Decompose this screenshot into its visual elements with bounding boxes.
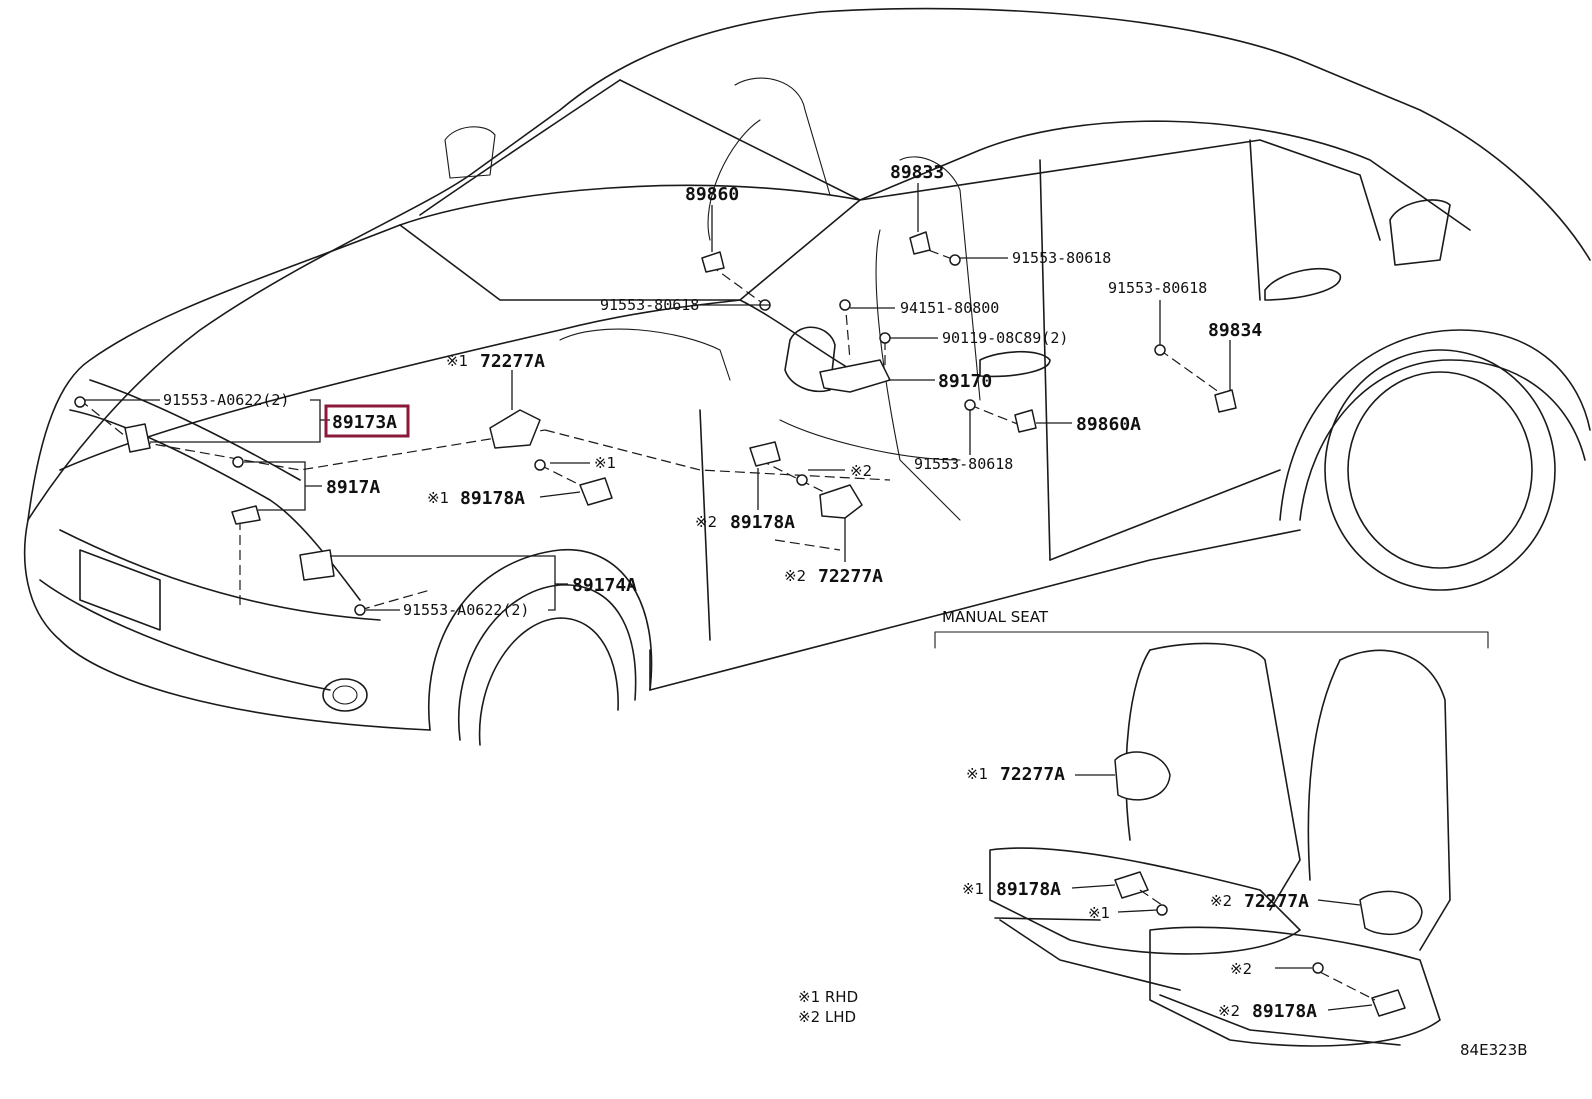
- mark-1-89178a: ※1: [427, 489, 449, 507]
- seat-bolt-m2: [1312, 962, 1324, 974]
- label-90119-08c89[interactable]: 90119-08C89(2): [942, 329, 1068, 347]
- label-89860a[interactable]: 89860A: [1076, 414, 1141, 435]
- mark-2-72277a: ※2: [784, 567, 806, 585]
- highlight-box: [324, 404, 410, 438]
- nut-94151: [839, 299, 851, 311]
- sensor-89833: [909, 231, 931, 255]
- bolt-8917a: [232, 456, 244, 468]
- parts: [74, 231, 1237, 616]
- sensor-89178a-center: [579, 477, 613, 506]
- label-91553-a0622-top[interactable]: 91553-A0622(2): [163, 391, 289, 409]
- seat-mark-1-72277a: ※1: [966, 765, 988, 783]
- label-89178a-1[interactable]: 89178A: [460, 488, 525, 509]
- bolt-89834: [1154, 344, 1166, 356]
- seat-mark-2-72277a: ※2: [1210, 892, 1232, 910]
- label-89860[interactable]: 89860: [685, 184, 739, 205]
- label-72277a-2[interactable]: 72277A: [818, 566, 883, 587]
- label-94151-80800[interactable]: 94151-80800: [900, 299, 999, 317]
- label-91553-80618-d[interactable]: 91553-80618: [914, 455, 1013, 473]
- bolt-91553-a0622-bottom: [354, 604, 366, 616]
- seat-mark-1-bolt: ※1: [1088, 904, 1110, 922]
- seat-label-89178a-2[interactable]: 89178A: [1252, 1001, 1317, 1022]
- label-89178a-2[interactable]: 89178A: [730, 512, 795, 533]
- sensor-89860a: [1014, 409, 1037, 433]
- seat-label-72277a-1[interactable]: 72277A: [1000, 764, 1065, 785]
- seat-cover-72277a-1: [1114, 751, 1171, 801]
- label-89834[interactable]: 89834: [1208, 320, 1262, 341]
- mark-1-72277a: ※1: [446, 352, 468, 370]
- bolt-89833: [949, 254, 961, 266]
- label-89833[interactable]: 89833: [890, 162, 944, 183]
- manual-seat-inset: [934, 631, 1489, 1047]
- seat-label-72277a-2[interactable]: 72277A: [1244, 891, 1309, 912]
- part-labels: 89860 89833 91553-80618 91553-80618 9415…: [163, 162, 1262, 619]
- seat-bolt-m1: [1156, 904, 1168, 916]
- label-91553-a0622-bottom[interactable]: 91553-A0622(2): [403, 601, 529, 619]
- sensor-89178a-lhd: [749, 441, 781, 467]
- sensor-89860: [701, 251, 725, 273]
- diagram-id: 84E323B: [1460, 1041, 1528, 1059]
- bolt-m2-lhd: [796, 474, 808, 486]
- label-89170[interactable]: 89170: [938, 371, 992, 392]
- sensor-89834: [1214, 389, 1237, 413]
- mark-1-bolt: ※1: [594, 454, 616, 472]
- seat-sensor-89178a-2: [1371, 989, 1406, 1017]
- inset-title: MANUAL SEAT: [942, 608, 1049, 626]
- seat-sensor-89178a-1: [1114, 871, 1149, 899]
- bracket-8917a: [231, 505, 261, 525]
- legend-rhd: ※1 RHD: [798, 988, 858, 1006]
- legend-lhd: ※2 LHD: [798, 1008, 856, 1026]
- cover-72277a-center: [489, 409, 541, 449]
- label-91553-80618-b[interactable]: 91553-80618: [1012, 249, 1111, 267]
- mark-2-bolt: ※2: [850, 462, 872, 480]
- bolt-m1-center: [534, 459, 546, 471]
- label-72277a-1[interactable]: 72277A: [480, 351, 545, 372]
- cover-72277a-lhd: [819, 484, 863, 519]
- seat-mark-1-89178a: ※1: [962, 880, 984, 898]
- label-89173a[interactable]: 89173A: [332, 412, 397, 433]
- label-91553-80618-a[interactable]: 91553-80618: [600, 296, 699, 314]
- bolt-90119: [879, 332, 891, 344]
- sensor-89174a: [299, 549, 335, 581]
- inset-labels: MANUAL SEAT ※1 72277A ※1 89178A ※1 ※2 72…: [942, 608, 1317, 1022]
- car-body-outline: [23, 7, 1591, 746]
- ecu-89170: [819, 359, 891, 393]
- label-91553-80618-c[interactable]: 91553-80618: [1108, 279, 1207, 297]
- leader-lines: [85, 183, 1231, 611]
- sensor-89173a: [124, 423, 151, 453]
- bolt-89860a: [964, 399, 976, 411]
- seat-mark-2-bolt: ※2: [1230, 960, 1252, 978]
- bolt-91553-a0622-top: [74, 396, 86, 408]
- label-89174a[interactable]: 89174A: [572, 575, 637, 596]
- seat-label-89178a-1[interactable]: 89178A: [996, 879, 1061, 900]
- label-8917a[interactable]: 8917A: [326, 477, 380, 498]
- legend: ※1 RHD ※2 LHD: [798, 988, 858, 1026]
- seat-mark-2-89178a: ※2: [1218, 1002, 1240, 1020]
- mark-2-89178a: ※2: [695, 513, 717, 531]
- seat-cover-72277a-2: [1359, 890, 1423, 935]
- interior-seat-outline: [444, 77, 981, 521]
